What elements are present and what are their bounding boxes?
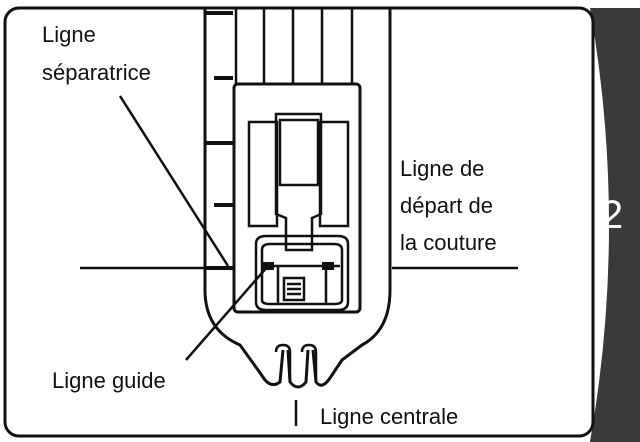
seam-start-line-label-1: Ligne de	[400, 156, 484, 181]
guide-line-leader	[185, 265, 269, 361]
separator-line-leader	[118, 95, 230, 267]
chapter-tab	[590, 8, 640, 442]
separator-line-label-2: séparatrice	[42, 60, 151, 85]
foot-inner-body	[232, 82, 362, 314]
chapter-tab-number: 2	[601, 193, 623, 237]
foot-shank-lines	[234, 8, 354, 84]
presser-foot-outline	[203, 8, 392, 389]
scale-ticks	[205, 11, 233, 270]
foot-mechanism	[247, 112, 350, 312]
separator-line-label-1: Ligne	[42, 22, 96, 47]
seam-start-line-label-2: départ de	[400, 193, 493, 218]
foot-toe-slots	[274, 343, 318, 382]
seam-start-line-label-3: la couture	[400, 230, 497, 255]
frame-border	[3, 6, 595, 438]
guide-line-label: Ligne guide	[52, 368, 166, 393]
center-line-label: Ligne centrale	[320, 404, 458, 429]
